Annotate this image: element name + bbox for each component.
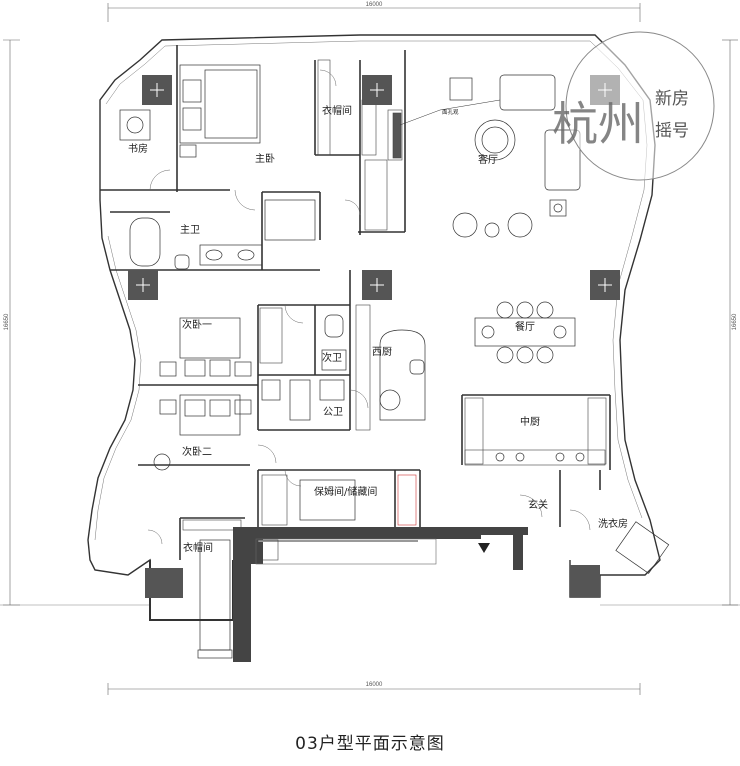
room-living-room: 客厅 (478, 153, 498, 166)
cabinets (182, 59, 607, 561)
plan-caption: 03户型平面示意图 (295, 734, 445, 754)
room-storage: 保姆间/储藏间 (314, 485, 377, 498)
room-laundry: 洗衣房 (598, 517, 628, 530)
room-second-bedroom-2: 次卧二 (182, 445, 212, 458)
room-master-bedroom: 主卧 (255, 152, 275, 165)
room-master-bath: 主卫 (180, 224, 200, 236)
dimension-lines (0, 3, 740, 695)
dimension-right: 16650 (732, 313, 738, 330)
pipe-note: 面孔观 (442, 108, 459, 116)
dimension-top: 16000 (366, 2, 383, 8)
watermark-line2: 摇号 (655, 121, 689, 141)
furniture (119, 64, 670, 659)
room-public-bath: 公卫 (323, 407, 343, 418)
core-walls (145, 527, 600, 662)
watermark-line1: 新房 (655, 89, 689, 109)
dimension-left: 16650 (4, 313, 10, 330)
room-second-bedroom-1: 次卧一 (182, 318, 212, 331)
door-swings (147, 69, 591, 545)
room-walk-in-closet-top: 衣帽间 (322, 104, 352, 117)
dimension-bottom: 16000 (366, 682, 383, 688)
room-study: 书房 (128, 142, 148, 155)
room-western-kitchen: 西厨 (372, 346, 392, 358)
watermark: 杭州 新房 摇号 (552, 31, 715, 181)
room-walk-in-closet-bottom: 衣帽间 (183, 541, 213, 554)
pipe-note-leader (399, 99, 501, 126)
room-second-bath: 次卫 (322, 351, 342, 364)
room-dining: 餐厅 (515, 320, 535, 333)
watermark-logo: 杭州 (552, 97, 644, 151)
interior-walls (100, 45, 611, 560)
columns (128, 75, 620, 300)
room-entrance: 玄关 (528, 498, 548, 511)
room-chinese-kitchen: 中厨 (520, 415, 540, 428)
